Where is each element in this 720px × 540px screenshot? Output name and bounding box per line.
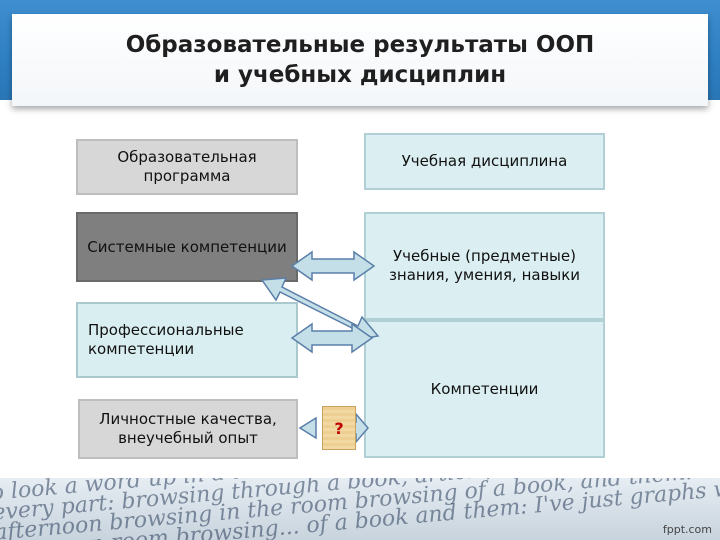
personal-qualities-box: Личностные качества, внеучебный опыт: [78, 399, 298, 459]
brand-label: fppt.com: [662, 523, 712, 536]
double-arrow-middle: [290, 322, 374, 354]
footer-band: o look a word up in a dictionary: dip in…: [0, 478, 720, 540]
professional-competencies-box: Профессиональные компетенции: [76, 302, 298, 378]
question-box: ?: [322, 406, 356, 450]
discipline-box: Учебная дисциплина: [364, 133, 605, 190]
title-line-2: и учебных дисциплин: [213, 62, 507, 88]
title-line-1: Образовательные результаты ООП: [125, 32, 595, 58]
footer-decorative-text: o look a word up in a dictionary: dip in…: [0, 478, 720, 540]
competencies-box: Компетенции: [364, 320, 605, 458]
question-mark: ?: [334, 418, 344, 438]
slide-title: Образовательные результаты ООП и учебных…: [12, 30, 708, 90]
arrow-left: [298, 416, 317, 440]
double-arrow-top: [290, 250, 376, 282]
knowledge-box: Учебные (предметные) знания, умения, нав…: [364, 212, 605, 320]
program-box: Образовательная программа: [76, 139, 298, 195]
double-arrow-diagonal: [260, 277, 380, 341]
title-panel: [12, 14, 708, 106]
system-competencies-box: Системные компетенции: [76, 212, 298, 282]
